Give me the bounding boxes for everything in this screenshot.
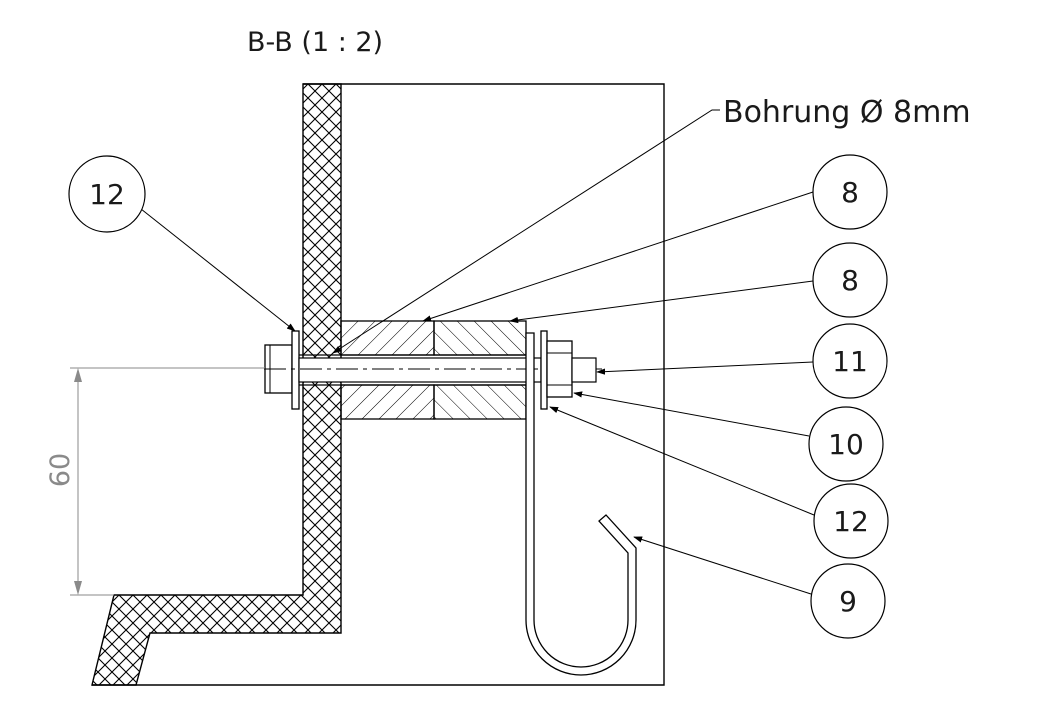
balloon-leaders <box>135 191 815 595</box>
housing-outline <box>92 83 665 686</box>
balloon-8-upper: 8 <box>812 154 888 230</box>
balloon-8-lower: 8 <box>812 242 888 318</box>
svg-text:10: 10 <box>828 428 864 461</box>
svg-text:11: 11 <box>832 345 868 378</box>
section-title: B-B (1 : 2) <box>247 27 383 58</box>
nut-assembly <box>540 330 597 410</box>
balloon-10: 10 <box>808 406 884 482</box>
bolt <box>264 330 602 410</box>
bore-note-leader <box>332 109 720 354</box>
svg-text:12: 12 <box>833 505 869 538</box>
bore-note: Bohrung Ø 8mm <box>723 95 971 130</box>
bracket-hook <box>525 332 637 676</box>
svg-text:9: 9 <box>839 585 857 618</box>
svg-text:8: 8 <box>841 264 859 297</box>
dimension-60-label: 60 <box>45 453 76 487</box>
balloon-9: 9 <box>810 563 886 639</box>
balloon-12-right: 12 <box>813 483 889 559</box>
balloon-11: 11 <box>812 323 888 399</box>
dimension-60 <box>70 367 265 596</box>
svg-text:8: 8 <box>841 176 859 209</box>
spacer-blocks <box>340 320 527 420</box>
wall-section <box>91 83 342 686</box>
svg-text:12: 12 <box>89 178 125 211</box>
balloon-12-left: 12 <box>68 155 146 233</box>
